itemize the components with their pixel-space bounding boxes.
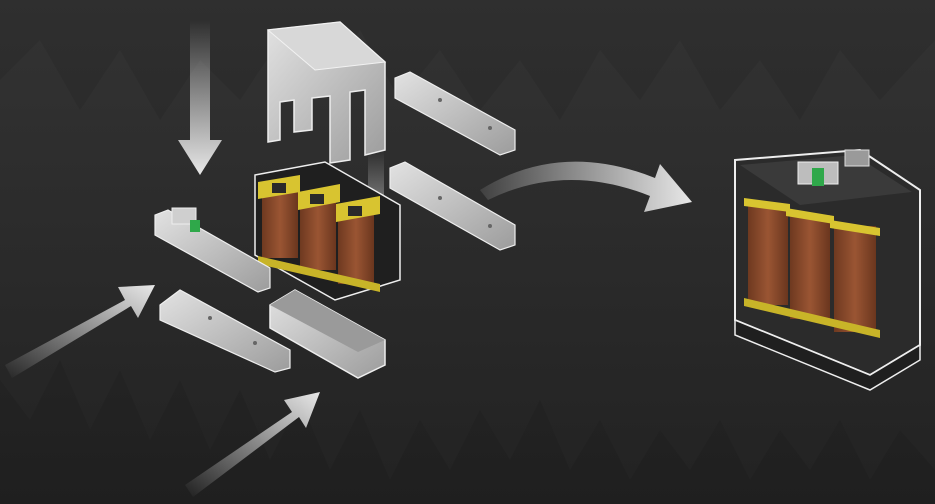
assembly-illustration xyxy=(0,0,935,504)
exploded-view-canvas xyxy=(0,0,935,504)
